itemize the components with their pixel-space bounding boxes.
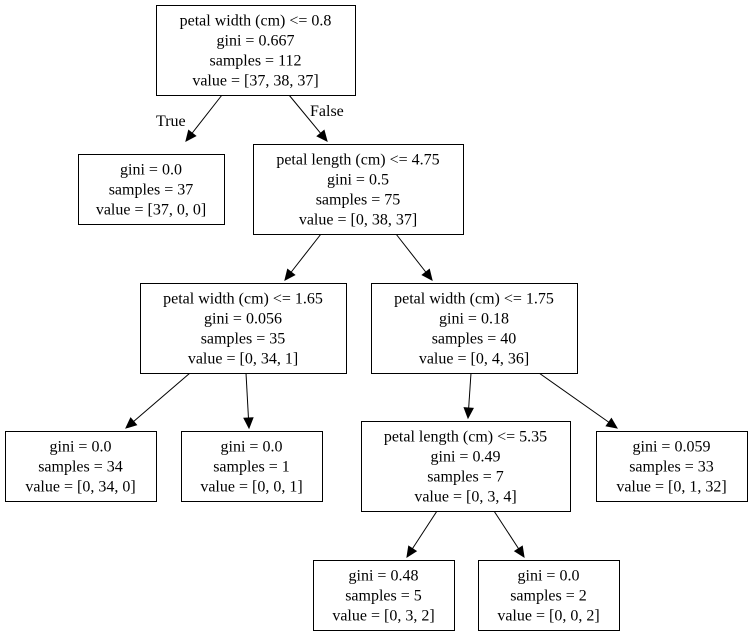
edge-line [288, 94, 322, 134]
edge-line [395, 233, 427, 273]
node-line: gini = 0.49 [431, 449, 501, 466]
edge-n3-n5 [125, 372, 191, 429]
arrow-head-icon [185, 129, 197, 142]
arrow-head-icon [421, 268, 433, 281]
node-line: value = [0, 34, 0] [25, 479, 135, 496]
edge-label: False [310, 103, 344, 120]
tree-node-n0: petal width (cm) <= 0.8 gini = 0.667 sampl… [156, 5, 356, 96]
arrow-head-icon [463, 407, 474, 420]
tree-node-n2: petal length (cm) <= 4.75 gini = 0.5 sampl… [253, 144, 464, 235]
node-line: samples = 75 [316, 192, 401, 209]
tree-node-n10: gini = 0.0 samples = 2 value = [0, 0, 2] [478, 560, 620, 631]
node-line: samples = 37 [109, 182, 194, 199]
node-box [253, 144, 464, 235]
node-line: gini = 0.0 [518, 568, 580, 585]
edge-line [290, 233, 322, 273]
node-box [361, 421, 571, 512]
edge-line [468, 372, 472, 409]
node-box [596, 431, 748, 502]
edge-n0-n2: False [288, 94, 344, 142]
node-line: gini = 0.18 [439, 311, 509, 328]
edge-n4-n7 [463, 372, 474, 420]
node-line: petal width (cm) <= 0.8 [180, 13, 332, 30]
tree-node-n1: gini = 0.0 samples = 37 value = [37, 0, 0] [78, 154, 225, 225]
arrow-head-icon [316, 129, 328, 142]
node-line: value = [0, 1, 32] [616, 479, 726, 496]
arrow-head-icon [605, 417, 618, 429]
node-line: samples = 5 [345, 588, 422, 605]
node-line: value = [0, 3, 2] [332, 608, 434, 625]
node-line: samples = 40 [432, 331, 517, 348]
edge-n3-n6 [243, 372, 254, 430]
node-line: gini = 0.667 [217, 33, 295, 50]
node-line: samples = 34 [38, 459, 123, 476]
tree-node-n9: gini = 0.48 samples = 5 value = [0, 3, 2] [313, 560, 455, 631]
arrow-head-icon [284, 268, 296, 281]
node-line: gini = 0.0 [50, 439, 112, 456]
node-line: petal width (cm) <= 1.75 [394, 291, 554, 308]
edge-n7-n9 [406, 510, 438, 559]
node-line: samples = 7 [427, 469, 504, 486]
node-line: value = [37, 38, 37] [192, 73, 318, 90]
edge-n2-n3 [284, 233, 322, 281]
node-line: samples = 2 [510, 588, 587, 605]
node-box [140, 283, 347, 374]
node-line: samples = 35 [201, 331, 286, 348]
arrow-head-icon [125, 417, 138, 429]
edge-line [245, 372, 249, 419]
node-box [181, 431, 323, 502]
node-line: petal width (cm) <= 1.65 [163, 291, 323, 308]
edge-line [191, 94, 223, 134]
node-box [78, 154, 225, 225]
arrow-head-icon [406, 545, 418, 559]
edge-n7-n10 [493, 510, 525, 559]
node-line: value = [0, 38, 37] [299, 212, 417, 229]
edge-line [538, 372, 610, 423]
edge-n4-n8 [538, 372, 618, 429]
node-line: value = [37, 0, 0] [96, 202, 206, 219]
node-line: petal length (cm) <= 4.75 [276, 152, 439, 169]
arrow-head-icon [243, 417, 254, 430]
node-line: value = [0, 3, 4] [414, 489, 516, 506]
node-line: gini = 0.059 [633, 439, 711, 456]
nodes-layer: petal width (cm) <= 0.8 gini = 0.667 sampl… [5, 5, 748, 631]
node-line: gini = 0.48 [349, 568, 419, 585]
node-line: value = [0, 34, 1] [188, 351, 298, 368]
node-box [5, 431, 157, 502]
edge-label: True [156, 113, 186, 130]
edge-n2-n4 [395, 233, 433, 281]
tree-node-n5: gini = 0.0 samples = 34 value = [0, 34, 0] [5, 431, 157, 502]
node-box [371, 283, 578, 374]
node-line: gini = 0.0 [221, 439, 283, 456]
tree-node-n7: petal length (cm) <= 5.35 gini = 0.49 samp… [361, 421, 571, 512]
node-line: samples = 112 [210, 53, 302, 70]
edge-line [133, 372, 191, 422]
node-line: value = [0, 0, 1] [200, 479, 302, 496]
edge-n0-n1: True [156, 94, 223, 142]
tree-node-n8: gini = 0.059 samples = 33 value = [0, 1, 3… [596, 431, 748, 502]
node-line: value = [0, 0, 2] [497, 608, 599, 625]
node-line: gini = 0.5 [327, 172, 389, 189]
tree-node-n3: petal width (cm) <= 1.65 gini = 0.056 samp… [140, 283, 347, 374]
arrow-head-icon [513, 545, 525, 559]
tree-node-n6: gini = 0.0 samples = 1 value = [0, 0, 1] [181, 431, 323, 502]
node-box [313, 560, 455, 631]
node-line: samples = 33 [629, 459, 714, 476]
node-box [478, 560, 620, 631]
node-line: gini = 0.0 [120, 162, 182, 179]
node-line: petal length (cm) <= 5.35 [384, 429, 547, 446]
node-line: samples = 1 [213, 459, 290, 476]
edges-layer: True False [125, 94, 618, 559]
node-box [156, 5, 356, 96]
edge-line [412, 510, 438, 549]
tree-node-n4: petal width (cm) <= 1.75 gini = 0.18 sampl… [371, 283, 578, 374]
node-line: gini = 0.056 [204, 311, 282, 328]
node-line: value = [0, 4, 36] [419, 351, 529, 368]
edge-line [493, 510, 519, 549]
